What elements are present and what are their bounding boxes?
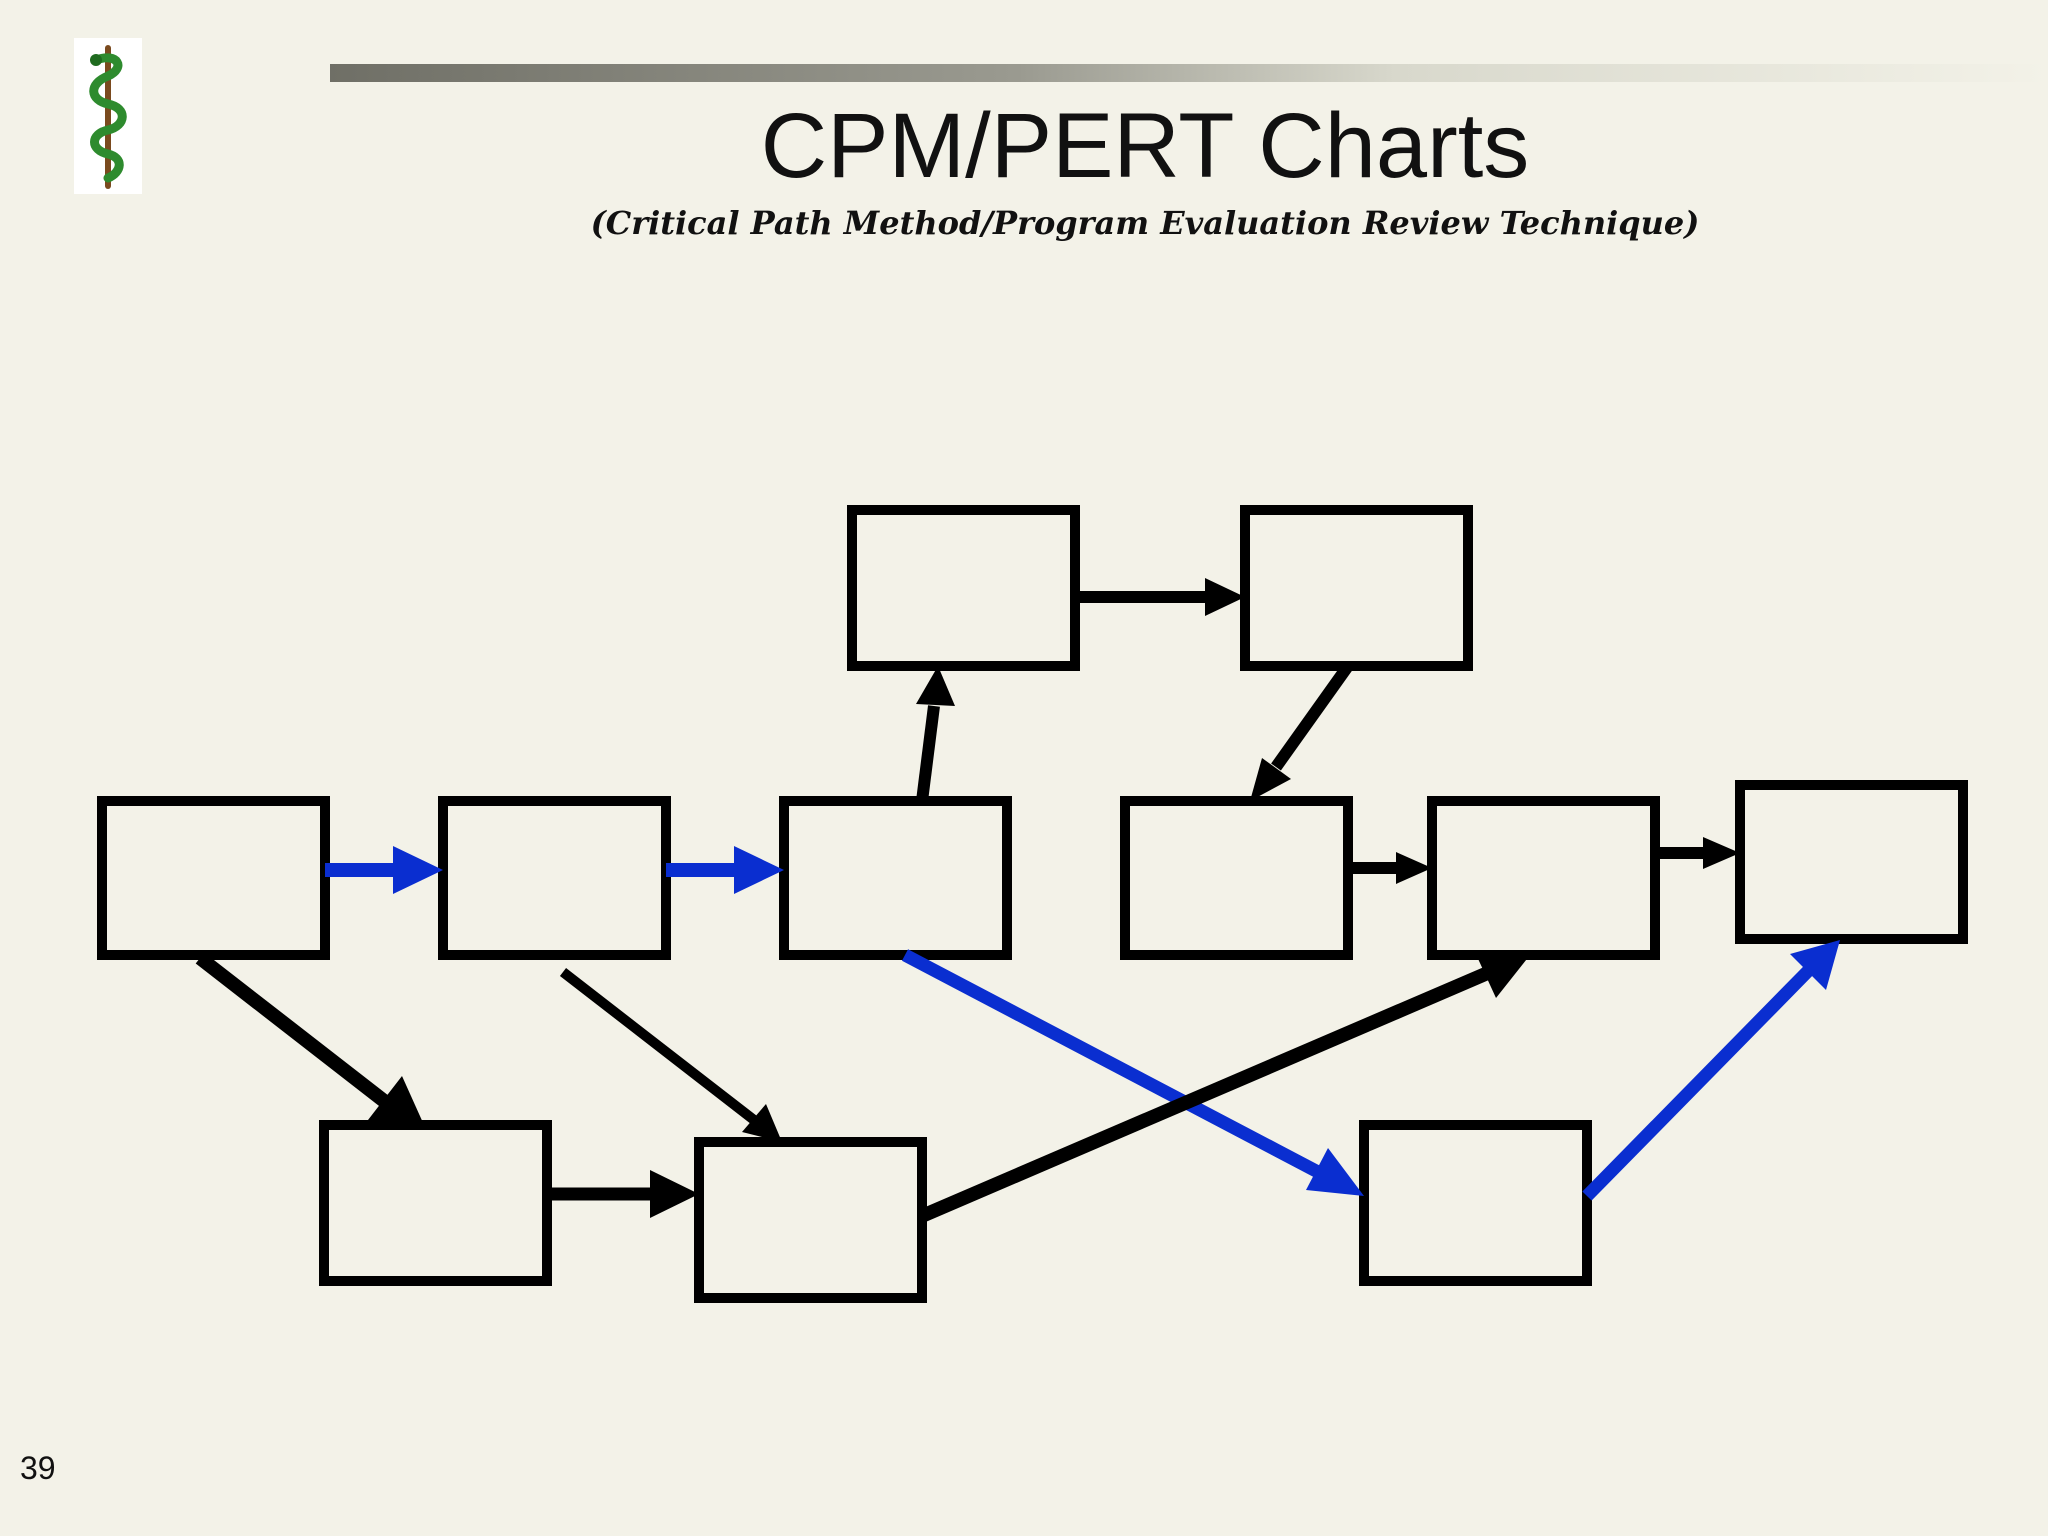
arrow-n2-n10 [559, 968, 782, 1142]
arrow-n2-n3 [666, 846, 784, 894]
activity-box-n2 [438, 796, 671, 960]
activity-box-n9 [319, 1120, 552, 1286]
activity-box-n4 [847, 505, 1080, 671]
arrow-n1-n2 [325, 846, 443, 894]
activity-box-n11 [1359, 1120, 1592, 1286]
slide-subtitle: (Critical Path Method/Program Evaluation… [590, 204, 1700, 242]
critical-path-arrows [325, 846, 1840, 1201]
arrow-n7-n8 [1655, 837, 1740, 869]
activity-box-n5 [1240, 505, 1473, 671]
activity-box-n7 [1427, 796, 1660, 960]
arrow-n1-n9 [195, 952, 424, 1125]
arrow-n11-n8 [1582, 940, 1840, 1201]
activity-box-n3 [779, 796, 1012, 960]
activity-box-n1 [97, 796, 330, 960]
activity-box-n10 [694, 1137, 927, 1303]
normal-arrows [195, 578, 1740, 1223]
rod-of-asclepius-icon [74, 38, 142, 194]
arrow-n9-n10 [547, 1170, 699, 1218]
activity-box-n6 [1120, 796, 1353, 960]
slide-number: 39 [20, 1450, 56, 1486]
slide-title: CPM/PERT Charts [760, 95, 1530, 197]
arrow-n6-n7 [1348, 852, 1432, 884]
arrow-n3-n4 [916, 666, 955, 802]
arrow-n3-n11 [901, 949, 1364, 1196]
arrow-n5-n6 [1250, 662, 1353, 801]
activity-boxes [97, 505, 1968, 1303]
arrow-n4-n5 [1075, 578, 1245, 616]
title-accent-bar [330, 64, 2048, 82]
arrow-n10-n7 [919, 950, 1530, 1223]
activity-box-n8 [1735, 780, 1968, 944]
